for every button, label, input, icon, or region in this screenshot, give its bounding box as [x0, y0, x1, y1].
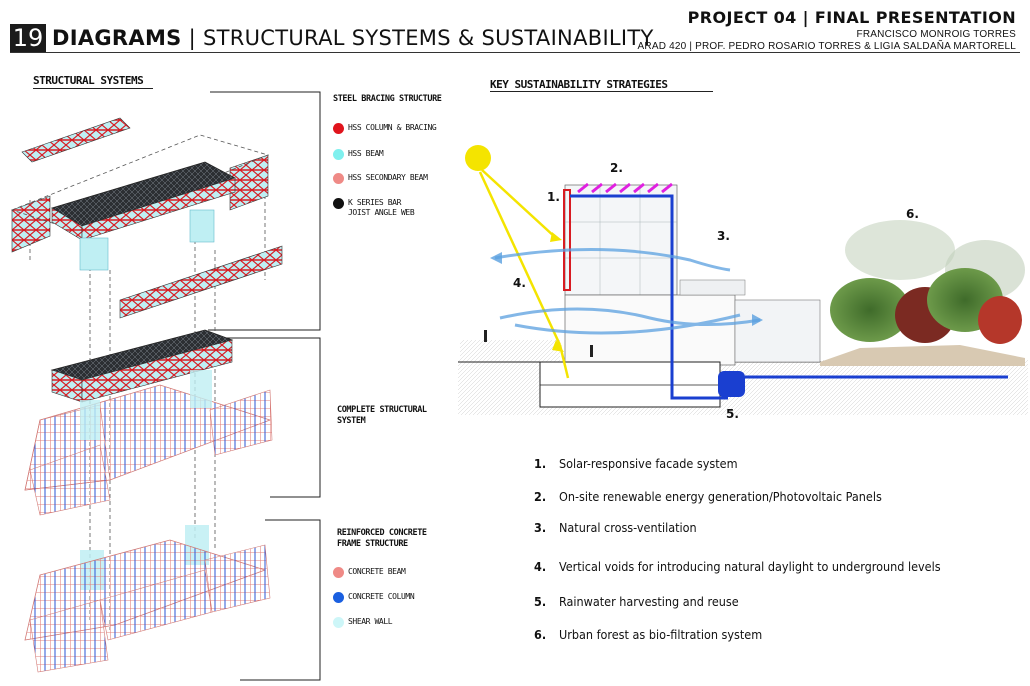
strategy-item: 4. Vertical voids for introducing natural…: [534, 559, 941, 574]
legend-item-hss-secondary-beam: HSS SECONDARY BEAM: [333, 173, 443, 184]
legend-item-label: HSS BEAM: [348, 149, 384, 158]
legend-item-concrete-beam: CONCRETE BEAM: [333, 567, 443, 578]
diagram-label-1: 1.: [547, 190, 560, 204]
diagram-label-2: 2.: [610, 161, 623, 175]
legend-item-label: CONCRETE COLUMN: [348, 592, 415, 601]
page-title-bold: DIAGRAMS: [52, 26, 182, 50]
strategy-text: Vertical voids for introducing natural d…: [559, 559, 941, 574]
sustainability-section-title: KEY SUSTAINABILITY STRATEGIES: [490, 78, 668, 91]
legend-item-label: HSS SECONDARY BEAM: [348, 173, 428, 182]
legend-swatch: [333, 173, 344, 184]
legend-item-shear-wall: SHEAR WALL: [333, 617, 443, 628]
legend-item-concrete-column: CONCRETE COLUMN: [333, 592, 443, 603]
legend-item-label: HSS COLUMN & BRACING: [348, 123, 437, 132]
complete-system-title: COMPLETE STRUCTURAL SYSTEM: [337, 405, 427, 426]
steel-legend-title: STEEL BRACING STRUCTURE: [333, 94, 442, 104]
header-rule: [10, 52, 1020, 53]
strategy-number: 3.: [534, 520, 547, 535]
strategy-text: Natural cross-ventilation: [559, 520, 697, 535]
legend-swatch: [333, 567, 344, 578]
strategy-text: Urban forest as bio-filtration system: [559, 627, 763, 642]
strategy-number: 4.: [534, 559, 547, 574]
sustainability-section-diagram: [458, 145, 1028, 415]
author-name: FRANCISCO MONROIG TORRES: [856, 29, 1016, 40]
strategy-text: Rainwater harvesting and reuse: [559, 594, 739, 609]
legend-swatch: [333, 198, 344, 209]
legend-item-label: CONCRETE BEAM: [348, 567, 406, 576]
legend-swatch: [333, 617, 344, 628]
strategy-item: 1. Solar-responsive facade system: [534, 456, 738, 471]
diagram-label-5: 5.: [726, 407, 739, 421]
strategy-number: 2.: [534, 489, 547, 504]
legend-item-label: K SERIES BAR JOIST ANGLE WEB: [348, 198, 415, 217]
legend-swatch: [333, 149, 344, 160]
diagram-label-3: 3.: [717, 229, 730, 243]
page-title-rest: STRUCTURAL SYSTEMS & SUSTAINABILITY: [202, 26, 654, 50]
structural-section-title: STRUCTURAL SYSTEMS: [33, 74, 144, 87]
title-separator: |: [188, 26, 196, 50]
legend-item-label: SHEAR WALL: [348, 617, 393, 626]
strategy-item: 5. Rainwater harvesting and reuse: [534, 594, 739, 609]
structural-title-underline: [33, 88, 153, 89]
strategy-number: 5.: [534, 594, 547, 609]
strategy-text: Solar-responsive facade system: [559, 456, 738, 471]
diagram-label-4: 4.: [513, 276, 526, 290]
sustainability-title-underline: [490, 91, 713, 92]
project-title: PROJECT 04 | FINAL PRESENTATION: [687, 8, 1016, 27]
strategy-item: 2. On-site renewable energy generation/Ph…: [534, 489, 882, 504]
legend-item-bar-joist: K SERIES BAR JOIST ANGLE WEB: [333, 198, 423, 218]
legend-item-hss-beam: HSS BEAM: [333, 149, 443, 160]
legend-swatch: [333, 592, 344, 603]
page-title: DIAGRAMS | STRUCTURAL SYSTEMS & SUSTAINA…: [52, 26, 654, 50]
structural-axonometric-diagram: [10, 91, 321, 681]
strategy-item: 6. Urban forest as bio-filtration system: [534, 627, 762, 642]
page-number: 19: [10, 24, 46, 52]
strategy-item: 3. Natural cross-ventilation: [534, 520, 697, 535]
concrete-legend-title: REINFORCED CONCRETE FRAME STRUCTURE: [337, 528, 427, 549]
strategy-text: On-site renewable energy generation/Phot…: [559, 489, 882, 504]
strategy-number: 1.: [534, 456, 547, 471]
course-info: ARAD 420 | PROF. PEDRO ROSARIO TORRES & …: [637, 41, 1016, 52]
legend-swatch: [333, 123, 344, 134]
diagram-label-6: 6.: [906, 207, 919, 221]
strategy-number: 6.: [534, 627, 547, 642]
legend-item-hss-column: HSS COLUMN & BRACING: [333, 123, 443, 134]
